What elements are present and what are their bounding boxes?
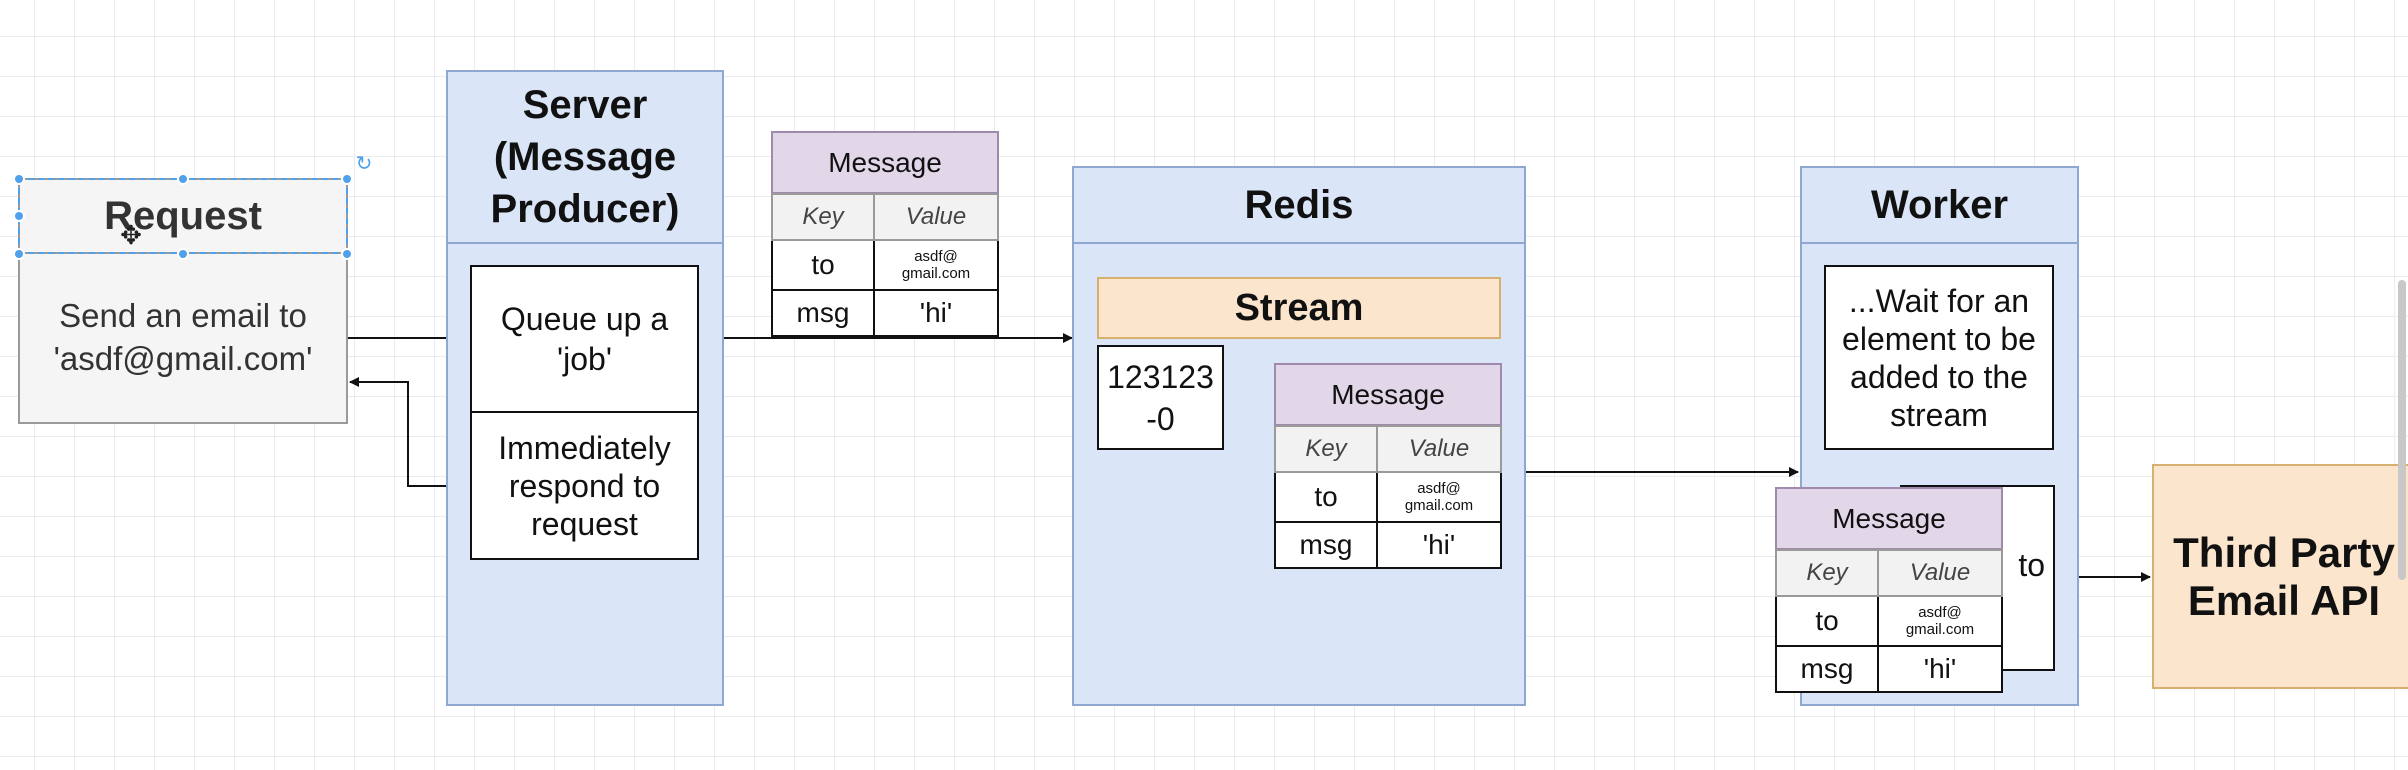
third-party-api-box[interactable]: Third Party Email API xyxy=(2152,464,2408,689)
row-msg-key: msg xyxy=(1274,521,1378,569)
row-msg-key: msg xyxy=(771,289,875,337)
row-msg-value: 'hi' xyxy=(1877,645,2003,693)
scrollbar[interactable] xyxy=(2398,280,2406,580)
redis-message-title: Message xyxy=(1274,363,1502,426)
selection-outline xyxy=(18,178,348,254)
row-to-value: asdf@ gmail.com xyxy=(1877,595,2003,647)
value-header: Value xyxy=(1877,549,2003,597)
request-box[interactable]: Request Send an email to 'asdf@gmail.com… xyxy=(18,178,348,424)
redis-message-table: Key Value to asdf@ gmail.com msg 'hi' xyxy=(1274,425,1502,569)
selection-handle[interactable] xyxy=(13,210,25,222)
selection-handle[interactable] xyxy=(13,248,25,260)
worker-message-title: Message xyxy=(1775,487,2003,550)
selection-handle[interactable] xyxy=(341,173,353,185)
request-body: Send an email to 'asdf@gmail.com' xyxy=(53,297,313,377)
server-title: Server (Message Producer) xyxy=(448,72,722,244)
stream-entry-id[interactable]: 123123-0 xyxy=(1097,345,1224,450)
stream-bar[interactable]: Stream xyxy=(1097,277,1501,339)
row-to-key: to xyxy=(1274,471,1378,523)
key-header: Key xyxy=(771,193,875,241)
key-header: Key xyxy=(1775,549,1879,597)
row-to-value: asdf@ gmail.com xyxy=(1376,471,1502,523)
message-title: Message xyxy=(771,131,999,194)
row-to-key: to xyxy=(1775,595,1879,647)
worker-wait-box[interactable]: ...Wait for an element to be added to th… xyxy=(1824,265,2054,450)
selection-handle[interactable] xyxy=(177,173,189,185)
row-msg-key: msg xyxy=(1775,645,1879,693)
value-header: Value xyxy=(873,193,999,241)
row-to-key: to xyxy=(771,239,875,291)
selection-handle[interactable] xyxy=(13,173,25,185)
queue-job-step: Queue up a 'job' xyxy=(472,267,697,413)
row-to-value: asdf@ gmail.com xyxy=(873,239,999,291)
worker-title: Worker xyxy=(1802,168,2077,244)
rotate-handle-icon[interactable]: ↻ xyxy=(355,152,373,175)
server-tasks-box[interactable]: Queue up a 'job' Immediately respond to … xyxy=(470,265,699,560)
respond-step: Immediately respond to request xyxy=(498,429,671,542)
message-table: Key Value to asdf@ gmail.com msg 'hi' xyxy=(771,193,999,337)
value-header: Value xyxy=(1376,425,1502,473)
key-header: Key xyxy=(1274,425,1378,473)
row-msg-value: 'hi' xyxy=(873,289,999,337)
worker-task-label: to xyxy=(2018,547,2045,583)
selection-handle[interactable] xyxy=(341,248,353,260)
worker-message-table: Key Value to asdf@ gmail.com msg 'hi' xyxy=(1775,549,2003,693)
redis-title: Redis xyxy=(1074,168,1524,244)
row-msg-value: 'hi' xyxy=(1376,521,1502,569)
selection-handle[interactable] xyxy=(177,248,189,260)
arrow-server-respond-to-request[interactable] xyxy=(349,377,472,487)
move-cursor-icon: ✥ xyxy=(120,219,142,250)
